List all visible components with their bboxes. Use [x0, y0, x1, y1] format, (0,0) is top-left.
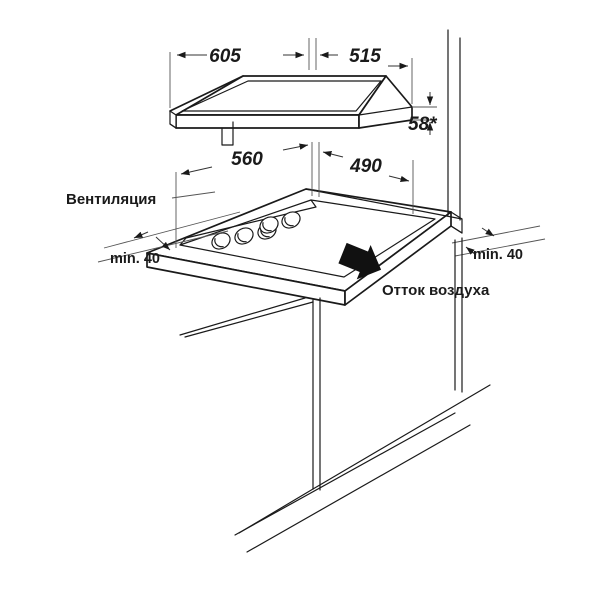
dimension-label-560: 560 [231, 149, 263, 170]
cooktop-mounting-bracket [221, 121, 234, 146]
cooktop-left-bevel [169, 75, 244, 112]
wall-right [447, 29, 463, 393]
ventilation-label: Вентиляция [66, 191, 156, 208]
countertop-corner-edge [450, 225, 463, 234]
cooktop-right-edge-face [358, 75, 413, 129]
dimension-label-58: 58* [408, 114, 438, 135]
clearance-right-ref-upper [451, 225, 541, 244]
dim-arrow-490-left [322, 150, 344, 158]
dim-arrow-560-right [282, 143, 309, 151]
cabinet-below [179, 297, 491, 553]
cabinet-base-diagonal-mid [234, 412, 456, 536]
air-outflow-arrow-icon [338, 242, 382, 280]
cabinet-top-diagonal-front [184, 301, 314, 338]
control-knob-group [209, 209, 303, 252]
cooktop-plate [169, 75, 413, 146]
cabinet-base-left-connector [238, 488, 314, 534]
cooktop-front-edge-face [175, 114, 360, 129]
cabinet-base-diagonal-upper [312, 384, 491, 490]
dim-arrow-560-left [180, 166, 213, 176]
cabinet-base-diagonal-lower [246, 424, 471, 553]
control-knob[interactable] [209, 230, 233, 252]
dimension-515: 515 [315, 38, 413, 104]
air-outflow-annotation: Отток воздуха [338, 242, 490, 299]
cooktop-rim-inner [181, 80, 382, 112]
clearance-right-arrow-upper [481, 227, 495, 237]
clearance-left-annotation: min. 40 [97, 211, 241, 267]
cooktop-right-top-edge [358, 106, 413, 116]
control-knob[interactable] [232, 225, 256, 247]
dim-arrow-490-right [388, 175, 410, 183]
ventilation-annotation: Вентиляция [66, 191, 216, 208]
control-knob[interactable] [257, 214, 281, 236]
cooktop-left-corner [169, 123, 177, 129]
dimension-490: 490 [318, 142, 414, 214]
air-outflow-label: Отток воздуха [382, 282, 490, 299]
clearance-left-arrow-lower [155, 236, 171, 251]
ventilation-leader-line [171, 191, 216, 199]
countertop-rear-edge [305, 188, 463, 220]
clearance-right-label: min. 40 [473, 247, 523, 263]
clearance-left-label: min. 40 [110, 251, 160, 267]
clearance-left-ref-upper [103, 211, 241, 249]
control-knob[interactable] [279, 209, 303, 231]
dimension-560: 560 [175, 142, 313, 248]
dimension-label-515: 515 [349, 46, 381, 67]
clearance-left-arrow-upper [133, 231, 149, 239]
cabinet-top-diagonal-back [179, 297, 306, 336]
dimension-label-490: 490 [349, 156, 382, 177]
clearance-right-annotation: min. 40 [451, 225, 546, 263]
clearance-right-arrow-lower [465, 246, 477, 256]
dimension-58: 58* [408, 92, 438, 135]
dimension-605: 605 [169, 38, 310, 108]
dimension-label-605: 605 [209, 46, 241, 67]
